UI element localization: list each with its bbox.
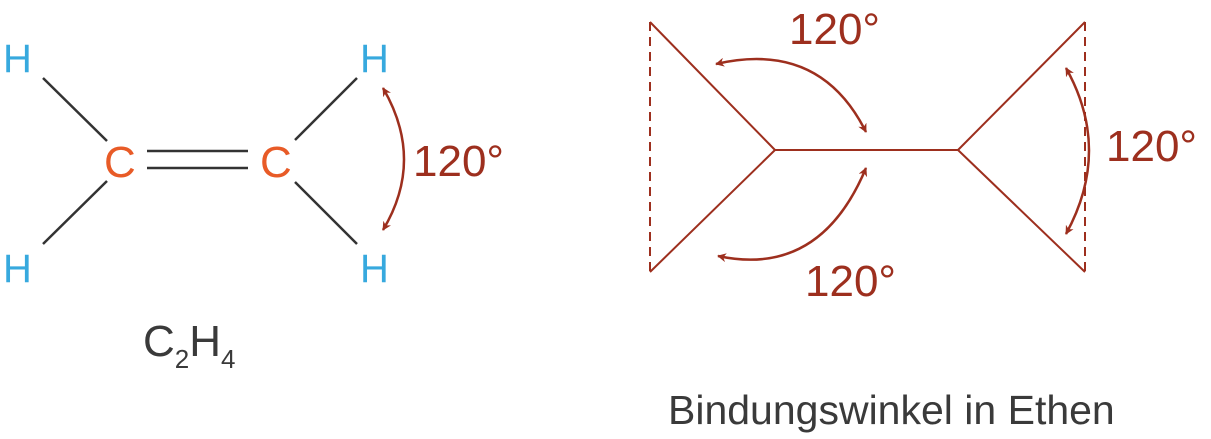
bond-line bbox=[649, 149, 776, 273]
atom-h-top-left: H bbox=[3, 37, 32, 81]
atom-h-bottom-right: H bbox=[360, 247, 389, 291]
molecular-formula: C2H4 bbox=[143, 317, 236, 374]
angle-label: 120° bbox=[413, 137, 504, 186]
bond-c-h bbox=[294, 181, 358, 245]
structural-formula: H H H H C C 120° C2H4 bbox=[3, 37, 504, 374]
atom-h-bottom-left: H bbox=[3, 247, 32, 291]
angle-label-bottom: 120° bbox=[805, 257, 896, 306]
angle-label-right: 120° bbox=[1106, 122, 1197, 171]
angle-arrow-top bbox=[715, 57, 868, 133]
angle-arrow-right bbox=[1064, 67, 1091, 235]
bond-c-h bbox=[42, 180, 108, 245]
angle-arrow-bottom bbox=[717, 167, 868, 263]
angle-label-top: 120° bbox=[789, 5, 880, 54]
bond-line bbox=[649, 21, 776, 151]
bonds bbox=[42, 77, 358, 245]
bond-c-h bbox=[42, 77, 108, 142]
angle-arrow bbox=[381, 87, 406, 231]
bond-c-h bbox=[294, 77, 358, 141]
atom-c-right: C bbox=[260, 138, 292, 187]
atom-h-top-right: H bbox=[360, 37, 389, 81]
atom-c-left: C bbox=[104, 138, 136, 187]
bond-angle-geometry: 120° 120° 120° Bindungswinkel in Ethen bbox=[649, 5, 1197, 433]
bond-line bbox=[957, 21, 1086, 151]
bond-line bbox=[957, 149, 1086, 273]
caption: Bindungswinkel in Ethen bbox=[668, 387, 1115, 433]
